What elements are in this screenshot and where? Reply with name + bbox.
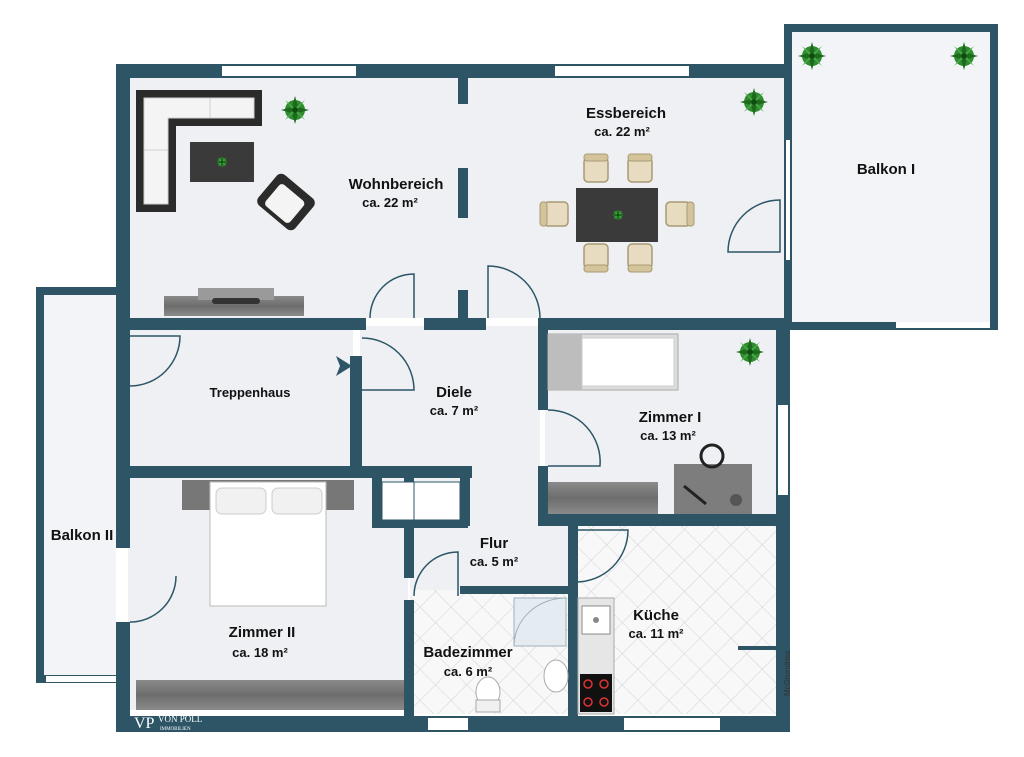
room-name-zimmer1: Zimmer I	[639, 409, 702, 426]
plant-icon	[798, 42, 826, 70]
room-name-flur: Flur	[480, 535, 508, 552]
kitchen-partition	[738, 646, 778, 650]
room-labels: Wohnbereich ca. 22 m² Essbereich ca. 22 …	[51, 105, 915, 679]
room-area-diele: ca. 7 m²	[430, 403, 479, 418]
toilet-icon	[475, 676, 501, 713]
room-name-balkon2: Balkon II	[51, 527, 114, 544]
room-name-treppenhaus: Treppenhaus	[210, 385, 291, 400]
wardrobe-icon	[136, 680, 404, 710]
table-icon	[190, 142, 254, 182]
bed-icon	[182, 480, 354, 607]
desk-icon	[548, 443, 752, 514]
room-name-essbereich: Essbereich	[586, 105, 666, 122]
room-name-zimmer2: Zimmer II	[229, 624, 296, 641]
floor-areas	[44, 30, 990, 714]
room-area-bad: ca. 6 m²	[444, 664, 493, 679]
logo-name: VON POLL	[158, 714, 202, 724]
plant-icon	[950, 42, 978, 70]
room-name-wohnbereich: Wohnbereich	[349, 176, 444, 193]
windows	[46, 66, 990, 730]
plant-icon	[281, 96, 309, 124]
stair-arrow-icon	[336, 356, 352, 376]
room-name-kueche: Küche	[633, 607, 679, 624]
tv-sideboard-icon	[164, 288, 304, 316]
room-name-diele: Diele	[436, 384, 472, 401]
sink-icon	[543, 659, 569, 693]
room-area-zimmer2: ca. 18 m²	[232, 645, 288, 660]
doors	[129, 199, 781, 623]
logo-sub: IMMOBILIEN	[160, 727, 191, 732]
kitchen-counter-icon	[577, 597, 615, 715]
shower-icon	[513, 597, 567, 647]
closet-icon	[381, 481, 461, 521]
armchair-icon	[257, 173, 315, 231]
logo-mark: VP	[134, 715, 155, 732]
credit-text: McGrundriss	[783, 651, 792, 696]
room-area-wohnbereich: ca. 22 m²	[362, 195, 418, 210]
room-area-zimmer1: ca. 13 m²	[640, 428, 696, 443]
logo: VP VON POLL IMMOBILIEN	[134, 714, 202, 732]
room-name-balkon1: Balkon I	[857, 161, 915, 178]
stove-icon	[580, 674, 612, 712]
plant-icon	[740, 88, 768, 116]
dining-set-icon	[539, 153, 695, 273]
room-area-flur: ca. 5 m²	[470, 554, 519, 569]
plant-icon	[736, 338, 764, 366]
sofa-icon	[136, 90, 262, 212]
bed-icon	[547, 333, 679, 391]
room-name-bad: Badezimmer	[423, 644, 512, 661]
room-area-kueche: ca. 11 m²	[629, 626, 685, 641]
room-area-essbereich: ca. 22 m²	[594, 124, 650, 139]
